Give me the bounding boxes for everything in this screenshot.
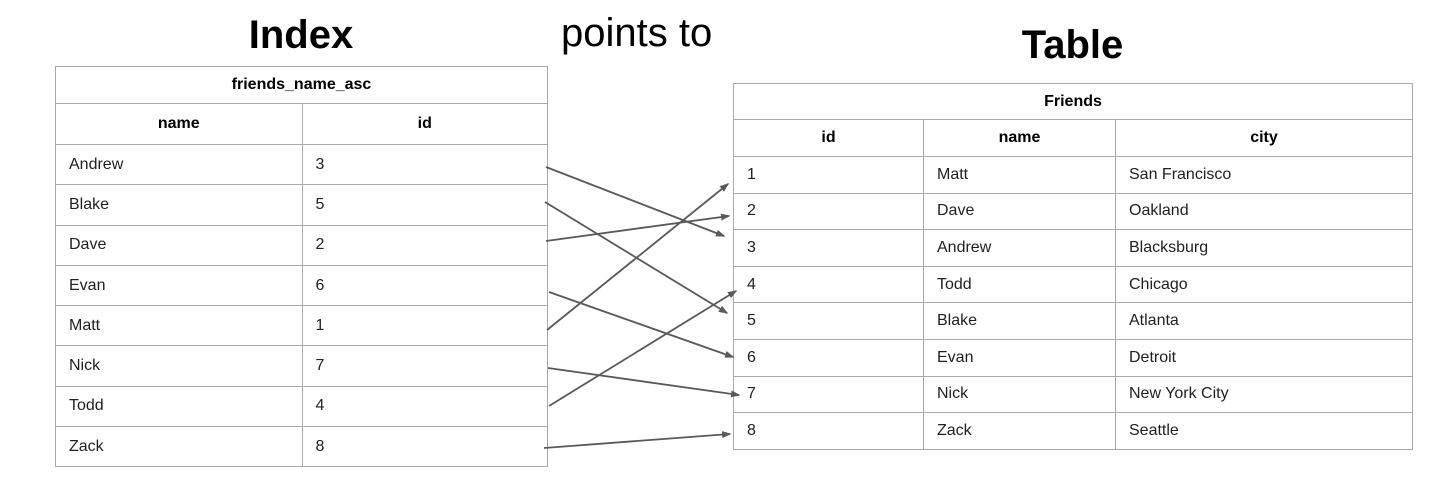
cell-name: Andrew bbox=[69, 155, 124, 173]
table-row: Blake 5 bbox=[56, 184, 548, 225]
cell-id: 5 bbox=[301, 185, 548, 225]
arrow-blake-to-id-5 bbox=[544, 201, 729, 314]
cell-city: Seattle bbox=[1115, 413, 1412, 449]
cell-name: Nick bbox=[69, 357, 101, 375]
index-table-header-row: name id bbox=[56, 103, 547, 144]
table-row: Todd 4 bbox=[56, 385, 548, 427]
cell-id: 7 bbox=[747, 385, 756, 403]
column-header-id: id bbox=[301, 104, 548, 144]
cell-id: 6 bbox=[301, 265, 548, 306]
cell-name: Evan bbox=[69, 276, 106, 294]
cell-id: 1 bbox=[747, 165, 756, 183]
friends-table-title-row: Friends bbox=[734, 84, 1412, 119]
cell-city: Atlanta bbox=[1115, 303, 1412, 339]
arrow-todd-to-id-4 bbox=[548, 290, 738, 407]
cell-name: Blake bbox=[69, 195, 110, 213]
arrow-nick-to-id-7 bbox=[547, 367, 741, 398]
cell-id: 4 bbox=[301, 386, 548, 427]
cell-id: 2 bbox=[747, 202, 756, 220]
arrow-dave-to-id-2 bbox=[545, 213, 731, 242]
cell-id: 2 bbox=[301, 225, 548, 265]
arrow-matt-to-id-1 bbox=[546, 183, 730, 331]
points-to-label: points to bbox=[561, 11, 713, 55]
cell-name: Dave bbox=[923, 193, 1115, 230]
cell-city: Chicago bbox=[1115, 266, 1412, 303]
cell-name: Zack bbox=[69, 437, 104, 455]
index-table-title-row: friends_name_asc bbox=[56, 67, 547, 103]
arrow-evan-to-id-6 bbox=[548, 291, 735, 358]
index-table-name: friends_name_asc bbox=[231, 76, 372, 93]
arrow-andrew-to-id-3 bbox=[545, 166, 726, 237]
table-row: Zack 8 bbox=[56, 426, 548, 467]
column-header-name: name bbox=[157, 115, 200, 132]
cell-name: Todd bbox=[69, 397, 104, 415]
cell-id: 8 bbox=[301, 427, 548, 467]
cell-city: Blacksburg bbox=[1115, 230, 1412, 266]
cell-id: 1 bbox=[301, 306, 548, 346]
cell-name: Matt bbox=[923, 157, 1115, 193]
cell-id: 3 bbox=[747, 238, 756, 256]
cell-id: 8 bbox=[747, 421, 756, 439]
cell-city: New York City bbox=[1115, 376, 1412, 413]
index-heading: Index bbox=[248, 13, 354, 57]
table-row: Andrew 3 bbox=[56, 144, 548, 185]
cell-id: 3 bbox=[301, 145, 548, 185]
column-header-id: id bbox=[821, 129, 836, 146]
cell-name: Andrew bbox=[923, 230, 1115, 266]
cell-id: 4 bbox=[747, 275, 756, 293]
arrow-zack-to-id-8 bbox=[543, 431, 732, 449]
table-heading: Table bbox=[1021, 23, 1124, 67]
cell-name: Todd bbox=[923, 266, 1115, 303]
cell-id: 7 bbox=[301, 346, 548, 386]
cell-name: Nick bbox=[923, 376, 1115, 413]
cell-city: Oakland bbox=[1115, 193, 1412, 230]
friends-table-name: Friends bbox=[1044, 92, 1102, 110]
cell-name: Blake bbox=[923, 303, 1115, 339]
table-row: Matt 1 bbox=[56, 305, 548, 346]
cell-city: Detroit bbox=[1115, 339, 1412, 376]
cell-name: Zack bbox=[923, 413, 1115, 449]
cell-name: Matt bbox=[69, 316, 101, 334]
table-row: Dave 2 bbox=[56, 224, 548, 265]
cell-id: 5 bbox=[747, 312, 756, 330]
column-header-name: name bbox=[923, 120, 1115, 156]
table-row: Evan 6 bbox=[56, 264, 548, 306]
cell-id: 6 bbox=[747, 348, 756, 366]
cell-name: Dave bbox=[69, 236, 107, 254]
cell-name: Evan bbox=[923, 339, 1115, 376]
column-header-city: city bbox=[1115, 120, 1412, 156]
cell-city: San Francisco bbox=[1115, 157, 1412, 193]
table-row: Nick 7 bbox=[56, 345, 548, 386]
